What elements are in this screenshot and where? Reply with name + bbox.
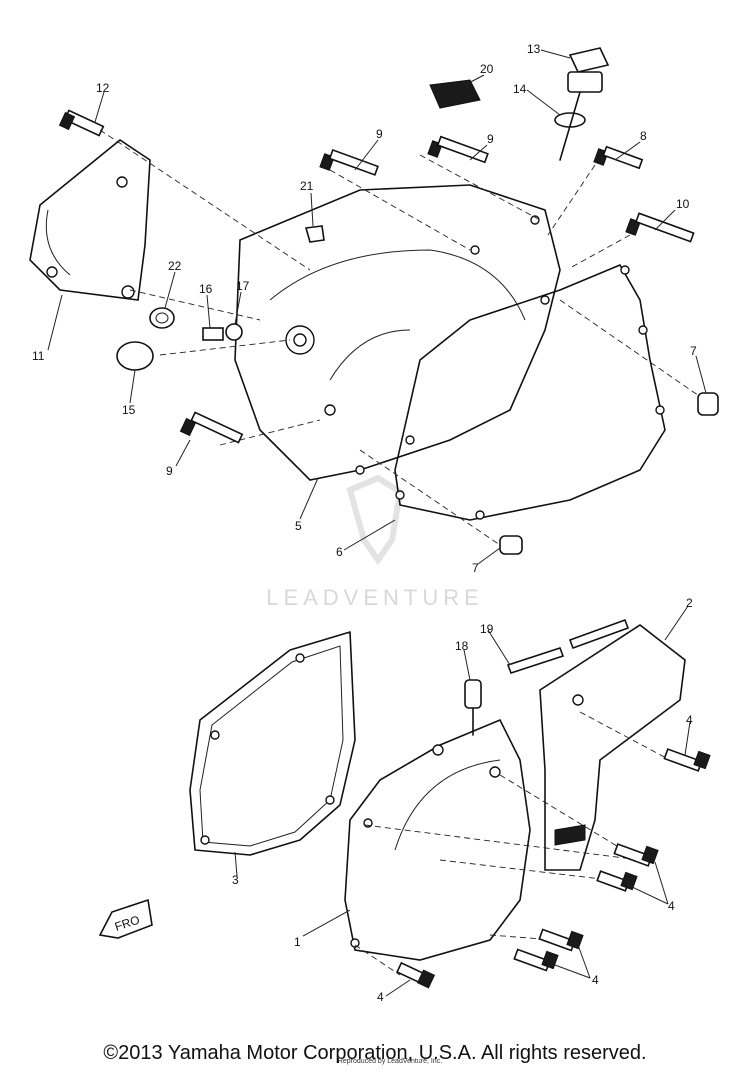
callout-labels: 12 11 20 13 14 9 9 8 10 21 22 16 17 15 9… — [32, 42, 697, 1004]
callout-4-a: 4 — [686, 713, 693, 727]
part-21-plug — [304, 225, 325, 243]
part-22-seal — [149, 307, 175, 329]
callout-7-b: 7 — [690, 344, 697, 358]
front-arrow-icon: FRO — [98, 898, 153, 939]
callout-3: 3 — [232, 873, 239, 887]
callout-14: 14 — [513, 82, 527, 96]
callout-21: 21 — [300, 179, 314, 193]
callout-12: 12 — [96, 81, 110, 95]
watermark-logo — [346, 474, 404, 566]
bolt-9-upper-left — [319, 149, 379, 176]
bolt-4-mid-b — [596, 870, 638, 892]
part-14-o-ring — [554, 112, 586, 128]
part-7-dowel-right — [697, 392, 719, 416]
bolt-12 — [58, 109, 105, 137]
callout-20: 20 — [480, 62, 494, 76]
bolt-9-lower — [179, 411, 244, 444]
callout-11: 11 — [32, 349, 45, 363]
watermark: LEADVENTURE — [266, 474, 484, 610]
bolt-4-lower-a — [538, 928, 584, 952]
part-20-block — [429, 79, 481, 109]
part-15-cap — [116, 341, 154, 371]
callout-9-c: 9 — [166, 464, 173, 478]
callout-16: 16 — [199, 282, 213, 296]
callout-18: 18 — [455, 639, 469, 653]
part-6-gasket — [394, 264, 666, 521]
callout-9-b: 9 — [487, 132, 494, 146]
callout-10: 10 — [676, 197, 690, 211]
watermark-text: LEADVENTURE — [266, 585, 484, 610]
callout-4-b: 4 — [668, 899, 675, 913]
bolt-4-lower-b — [513, 948, 559, 972]
callout-8: 8 — [640, 129, 647, 143]
copyright-notice: ©2013 Yamaha Motor Corporation, U.S.A. A… — [103, 1042, 647, 1064]
reproduced-by-notice: Reproduced by LeadVenture, Inc. — [337, 1058, 443, 1065]
part-1-cover — [344, 718, 531, 961]
callout-5: 5 — [295, 519, 302, 533]
callout-22: 22 — [168, 259, 182, 273]
part-16-bolt — [202, 327, 224, 341]
bolt-8 — [593, 145, 644, 170]
bolt-4-mid-a — [613, 843, 659, 867]
part-7-dowel-bottom — [499, 535, 523, 555]
callout-13: 13 — [527, 42, 541, 56]
part-3-gasket — [189, 631, 356, 856]
callout-7-a: 7 — [472, 561, 479, 575]
callout-19: 19 — [480, 622, 494, 636]
callout-leaders — [47, 49, 707, 997]
bolt-10 — [625, 212, 695, 243]
callout-4-d: 4 — [377, 990, 384, 1004]
part-5-crankcase-cover — [234, 184, 561, 481]
callout-9-a: 9 — [376, 127, 383, 141]
bolt-4-right — [663, 748, 711, 772]
bolt-9-upper-right — [427, 135, 489, 164]
part-19-hose — [506, 618, 630, 674]
part-17-washer — [225, 323, 243, 341]
part-13-cap — [559, 47, 610, 161]
part-11-cover — [29, 139, 151, 301]
callout-17: 17 — [236, 279, 250, 293]
callout-6: 6 — [336, 545, 343, 559]
callout-4-c: 4 — [592, 973, 599, 987]
part-2-cover — [539, 624, 686, 871]
bolt-4-bottom — [396, 961, 436, 989]
callout-2: 2 — [686, 596, 693, 610]
callout-1: 1 — [294, 935, 301, 949]
callout-15: 15 — [122, 403, 136, 417]
part-18-fitting — [464, 679, 482, 736]
